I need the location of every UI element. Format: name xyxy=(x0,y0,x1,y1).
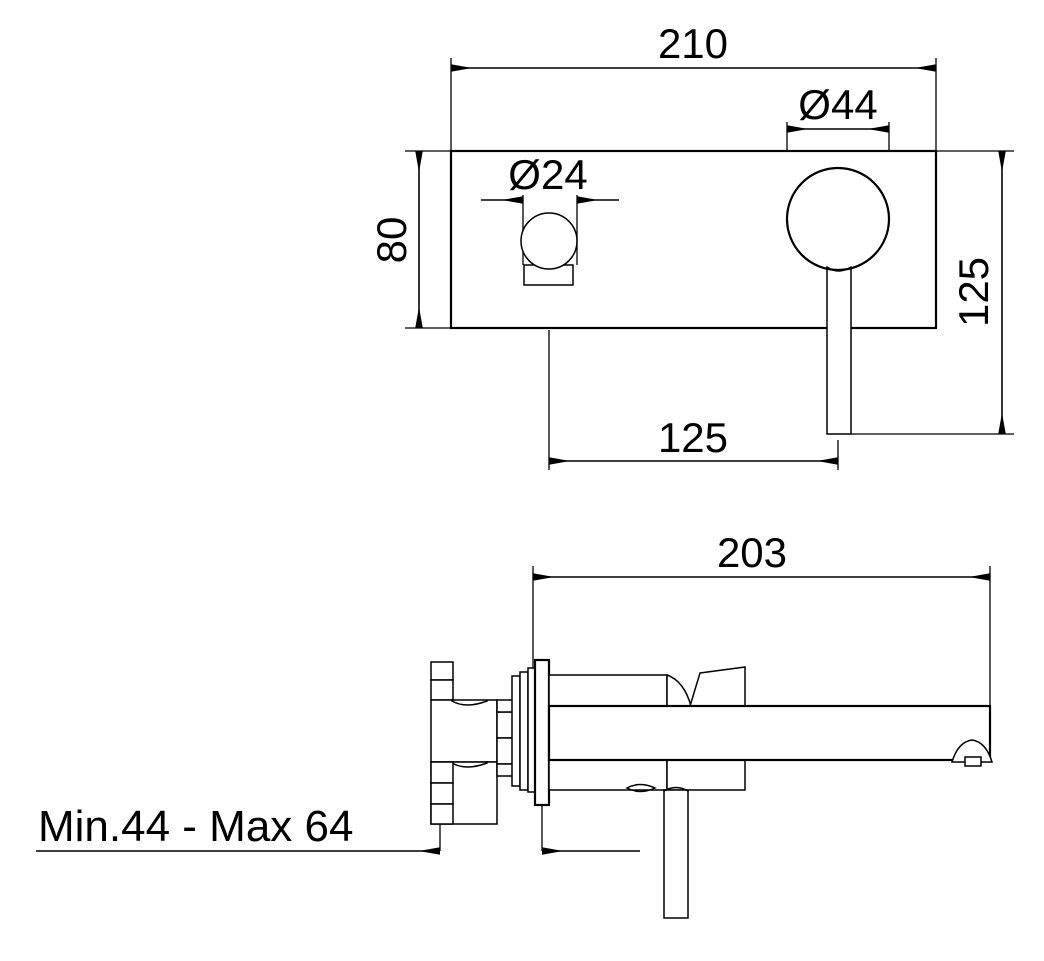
dimension-label-wall-depth: Min.44 - Max 64 xyxy=(38,802,353,851)
dimension-projection: 203 xyxy=(532,529,991,706)
lever-joint-side xyxy=(662,786,690,793)
lever-handle-front xyxy=(785,166,891,435)
valve-tab-bot-2 xyxy=(430,782,454,805)
valve-arc-lower xyxy=(450,761,488,768)
escutcheon-ring-1 xyxy=(511,675,521,787)
side-view-group: 203 xyxy=(36,529,994,919)
spout-outlet-front xyxy=(520,212,578,286)
aerator-detail xyxy=(950,739,994,767)
dimension-overall-height: 125 xyxy=(851,150,1014,435)
dimension-label-plate-height: 80 xyxy=(368,217,415,264)
dimension-label-spout-diameter: Ø24 xyxy=(508,151,587,198)
dimension-spout-to-handle: 125 xyxy=(548,330,839,470)
dimension-spout-diameter: Ø24 xyxy=(481,151,619,265)
dimension-label-projection: 203 xyxy=(717,529,787,576)
dimension-plate-height: 80 xyxy=(368,150,451,329)
lever-arm-front xyxy=(826,265,852,435)
aerator-outlet xyxy=(964,756,982,767)
spout-tube xyxy=(547,704,992,762)
spout-upper-shoulder xyxy=(548,674,668,707)
dimension-label-spout-to-handle: 125 xyxy=(658,414,728,461)
rough-in-valve-body xyxy=(430,661,521,825)
lever-cap-ellipse xyxy=(625,783,657,793)
dimension-label-overall-height: 125 xyxy=(950,257,997,327)
valve-tab-bot-1 xyxy=(430,761,454,784)
front-view-group: 210 Ø44 Ø24 xyxy=(368,20,1014,470)
spout-assembly-side xyxy=(547,666,992,791)
dimension-plate-width: 210 xyxy=(450,20,937,155)
valve-block-upper xyxy=(430,699,498,763)
spout-upper-fillet xyxy=(666,673,692,707)
dimension-wall-depth: Min.44 - Max 64 xyxy=(36,802,640,855)
escutcheon-ring-2 xyxy=(519,671,529,791)
dimension-handle-diameter: Ø44 xyxy=(786,81,890,228)
wall-plate-side xyxy=(533,658,551,807)
spout-outlet-circle xyxy=(520,212,578,270)
valve-tab-bot-3 xyxy=(430,803,454,825)
spout-lower-cap xyxy=(666,756,746,791)
valve-arc-upper xyxy=(450,699,488,706)
dimension-label-handle-diameter: Ø44 xyxy=(798,81,877,128)
escutcheon-ring-stack xyxy=(511,667,536,793)
spout-upper-cap xyxy=(688,666,746,707)
handle-lever-joint xyxy=(825,265,853,272)
dimension-label-plate-width: 210 xyxy=(658,20,728,67)
valve-tab-top-2 xyxy=(430,679,454,701)
lever-arm-side xyxy=(663,789,689,919)
valve-tab-top-1 xyxy=(430,661,454,681)
lever-handle-side xyxy=(625,783,690,919)
aerator-dome xyxy=(950,739,994,763)
handle-circle xyxy=(785,166,891,272)
